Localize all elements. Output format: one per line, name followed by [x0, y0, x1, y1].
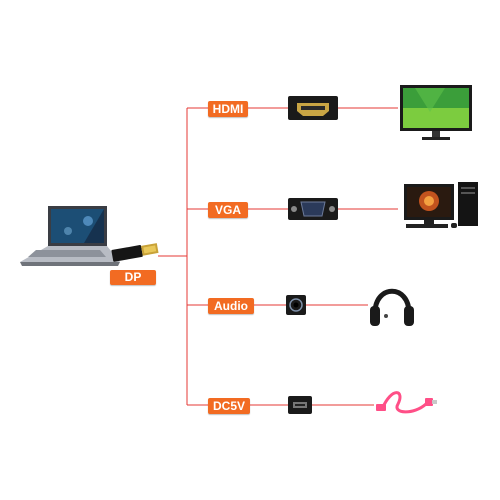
usb-cable-icon — [376, 391, 437, 414]
dc5v-label: DC5V — [208, 398, 250, 414]
vga-port-icon — [288, 198, 338, 220]
displayport-plug-icon — [111, 243, 159, 262]
audio-jack-icon — [286, 295, 306, 315]
hdmi-port-icon — [288, 96, 338, 120]
usb-port-icon — [288, 396, 312, 414]
vga-label: VGA — [208, 202, 248, 218]
hdmi-label: HDMI — [208, 101, 248, 117]
audio-label: Audio — [208, 298, 254, 314]
headphones-icon — [370, 288, 414, 326]
connector-lines — [158, 107, 398, 406]
dp-label: DP — [110, 270, 156, 285]
desktop-pc-icon — [404, 182, 478, 228]
laptop-icon — [20, 206, 120, 266]
monitor-icon — [400, 85, 472, 140]
